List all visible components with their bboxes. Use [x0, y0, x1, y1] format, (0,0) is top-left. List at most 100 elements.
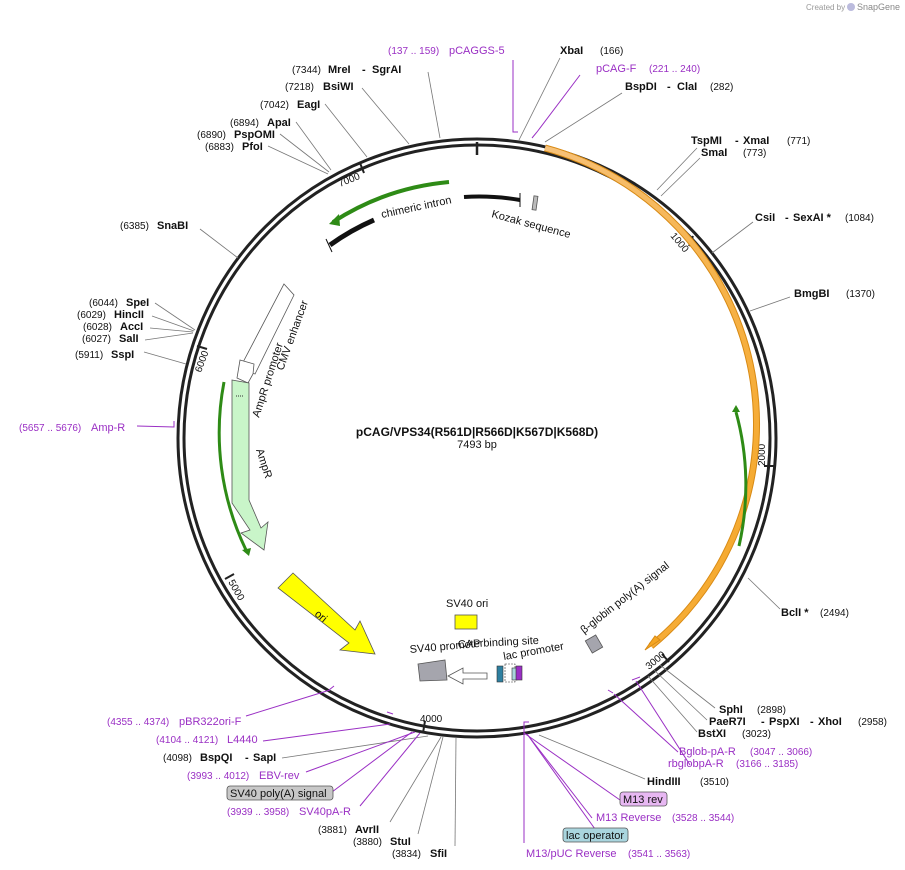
insert-gene-feature[interactable]	[544, 144, 761, 651]
kozak-sequence-label: Kozak sequence	[490, 208, 572, 241]
pcaggs5-pos: (137 .. 159)	[388, 46, 439, 57]
m13reverse-pos: (3528 .. 3544)	[672, 813, 734, 824]
bmgbi-pos: (1370)	[846, 289, 875, 300]
m13puc-name[interactable]: M13/pUC Reverse	[526, 848, 616, 860]
acci-pos: (6028)	[83, 322, 112, 333]
sexai-name[interactable]: SexAI *	[793, 212, 832, 224]
sv40pa-box[interactable]	[226, 785, 334, 801]
m13rev-box[interactable]	[619, 791, 668, 807]
cap-binding-site-label: CAP binding site	[458, 635, 540, 651]
pbr322-mark	[328, 685, 335, 691]
csii-name[interactable]: CsiI	[755, 212, 775, 224]
sv40-promoter-arrow	[447, 667, 488, 685]
m13rev-connector	[523, 732, 621, 801]
pbr322-name[interactable]: pBR322ori-F	[179, 716, 242, 728]
l4440-name[interactable]: L4440	[227, 734, 258, 746]
enzyme-labels: XbaI (166) BspDI - ClaI (282) TspMI - Xm…	[75, 45, 887, 860]
bmgbi-name[interactable]: BmgBI	[794, 288, 829, 300]
snabi-name[interactable]: SnaBI	[157, 220, 188, 232]
eagi-name[interactable]: EagI	[297, 99, 320, 111]
stui-name[interactable]: StuI	[390, 836, 411, 848]
csii-connector	[711, 221, 754, 254]
clai-name[interactable]: ClaI	[677, 81, 697, 93]
sgrai-name[interactable]: SgrAI	[372, 64, 401, 76]
acci-connector	[149, 327, 194, 333]
stui-pos: (3880)	[353, 837, 382, 848]
xbai-pos: (166)	[600, 46, 623, 57]
pbr322-pos: (4355 .. 4374)	[107, 717, 169, 728]
sali-name[interactable]: SalI	[119, 333, 139, 345]
xhoi-name[interactable]: XhoI	[818, 716, 842, 728]
sapi-name[interactable]: SapI	[253, 752, 276, 764]
kozak-sequence-marker	[531, 195, 539, 211]
paer7i-pos: (2958)	[858, 717, 887, 728]
bcli-name[interactable]: BclI *	[781, 607, 809, 619]
pfoi-name[interactable]: PfoI	[242, 141, 263, 153]
sv40par-name[interactable]: SV40pA-R	[299, 806, 351, 818]
sspi-name[interactable]: SspI	[111, 349, 134, 361]
bstxi-name[interactable]: BstXI	[698, 728, 726, 740]
mrei-pos: (7344)	[292, 65, 321, 76]
mrei-name[interactable]: MreI	[328, 64, 351, 76]
m13reverse-name[interactable]: M13 Reverse	[596, 812, 661, 824]
snapgene-brand: Created by SnapGene	[806, 2, 900, 12]
spei-connector	[154, 302, 196, 331]
hincii-connector	[151, 315, 195, 332]
sphi-connector	[659, 664, 716, 709]
pspomi-name[interactable]: PspOMI	[234, 129, 275, 141]
lacop-connector	[526, 733, 601, 837]
backbone-outer-circle	[176, 137, 778, 739]
bstxi-pos: (3023)	[742, 729, 771, 740]
pcagf-connector	[531, 74, 581, 139]
bspqi-name[interactable]: BspQI	[200, 752, 232, 764]
bspdi-pos: (282)	[710, 82, 733, 93]
tick-label-7000: 7000	[337, 171, 362, 190]
acci-name[interactable]: AccI	[120, 321, 143, 333]
hincii-name[interactable]: HincII	[114, 309, 144, 321]
sv40-promoter-gray-box	[417, 659, 448, 682]
sphi-name[interactable]: SphI	[719, 704, 743, 716]
hindiii-pos: (3510)	[700, 777, 729, 788]
pcaggs5-connector	[512, 60, 518, 133]
l4440-pos: (4104 .. 4121)	[156, 735, 218, 746]
bglobpa-name[interactable]: Bglob-pA-R	[679, 746, 736, 758]
rbglobpa-name[interactable]: rbglobpA-R	[668, 758, 724, 770]
sv40par-pos: (3939 .. 3958)	[227, 807, 289, 818]
pcagf-name[interactable]: pCAG-F	[596, 63, 637, 75]
spei-name[interactable]: SpeI	[126, 297, 149, 309]
bcli-connector	[747, 577, 781, 610]
ampr-green-arrow	[217, 381, 248, 551]
l4440-mark	[386, 711, 394, 715]
paer7i-name[interactable]: PaeR7I	[709, 716, 746, 728]
smai-name[interactable]: SmaI	[701, 147, 727, 159]
tspmi-sep: -	[735, 135, 739, 147]
pcaggs5-name[interactable]: pCAGGS-5	[449, 45, 505, 57]
xbai-name[interactable]: XbaI	[560, 45, 583, 57]
ampr-primer-name[interactable]: Amp-R	[91, 422, 125, 434]
right-green-arrow	[734, 411, 748, 547]
bspdi-name[interactable]: BspDI	[625, 81, 657, 93]
paer7i-connector	[653, 669, 708, 721]
pspxi-name[interactable]: PspXI	[769, 716, 800, 728]
xmai-name[interactable]: XmaI	[743, 135, 769, 147]
bsiwi-name[interactable]: BsiWI	[323, 81, 354, 93]
chimeric-intron-label: chimeric intron	[380, 194, 452, 221]
apai-name[interactable]: ApaI	[267, 117, 291, 129]
rbglobpa-connector	[635, 680, 691, 766]
bcli-pos: (2494)	[820, 608, 849, 619]
paer7i-sep1: -	[761, 716, 765, 728]
lacop-box[interactable]	[562, 827, 629, 843]
ebvrev-connector	[305, 731, 416, 773]
bspqi-connector	[281, 735, 429, 759]
ebvrev-name[interactable]: EBV-rev	[259, 770, 300, 782]
avrii-name[interactable]: AvrII	[355, 824, 379, 836]
tspmi-pos: (771)	[787, 136, 810, 147]
sfii-pos: (3834)	[392, 849, 421, 860]
smai-pos: (773)	[743, 148, 766, 159]
tspmi-name[interactable]: TspMI	[691, 135, 722, 147]
bsiwi-connector	[361, 87, 410, 145]
hincii-pos: (6029)	[77, 310, 106, 321]
hindiii-name[interactable]: HindIII	[647, 776, 681, 788]
sfii-name[interactable]: SfiI	[430, 848, 447, 860]
